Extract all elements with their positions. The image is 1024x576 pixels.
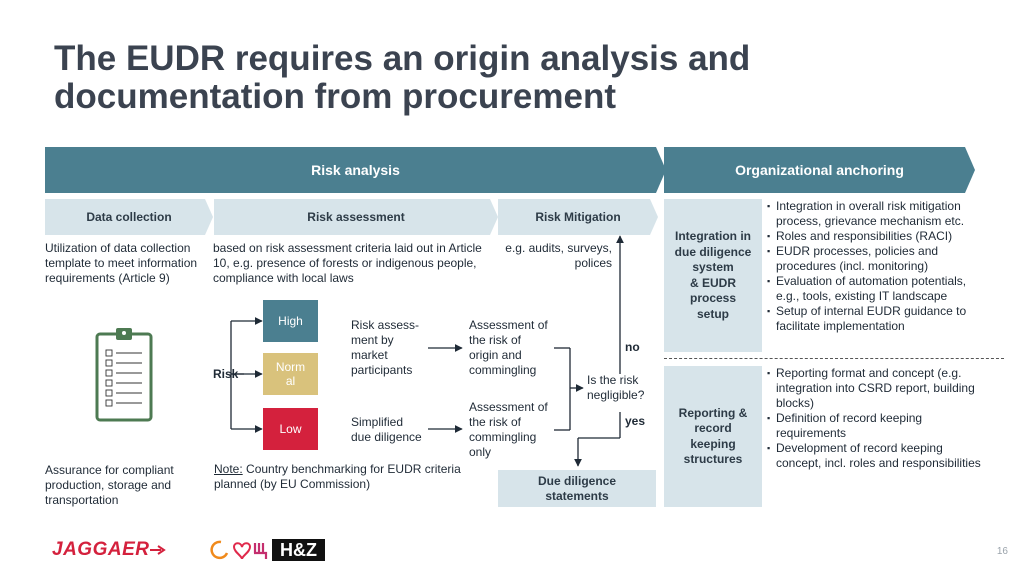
partner-symbols-icon	[210, 540, 268, 560]
integration-label-1: Integration in	[675, 229, 751, 243]
assess-line-3: market	[351, 348, 388, 362]
low-risk-label: Low	[279, 422, 302, 436]
negligible-line-2: negligible?	[587, 388, 645, 402]
reporting-label-2: record	[694, 421, 732, 435]
integration-label-4: & EUDR	[689, 275, 736, 290]
integration-bullet: Evaluation of automation potentials, e.g…	[767, 274, 982, 304]
risk-assessment-description: based on risk assessment criteria laid o…	[213, 241, 482, 285]
assurance-text: Assurance for compliant production, stor…	[45, 463, 174, 507]
integration-bullet-list: Integration in overall risk mitigation p…	[767, 199, 982, 334]
low-risk-box: Low	[263, 408, 318, 450]
reporting-bullet-list: Reporting format and concept (e.g. integ…	[767, 366, 982, 471]
reporting-bullet: Development of record keeping concept, i…	[767, 441, 982, 471]
integration-bullet: EUDR processes, policies and procedures …	[767, 244, 982, 274]
hz-logo: H&Z	[272, 539, 325, 561]
risk-label: Risk	[213, 367, 239, 381]
reporting-label-1: Reporting &	[678, 405, 748, 420]
dds-line-1: Due diligence	[537, 473, 617, 488]
origin-line-3: origin and	[469, 348, 522, 362]
comm-line-2: the risk of	[469, 415, 522, 429]
simplified-line-1: Simplified	[351, 415, 404, 429]
risk-mitigation-header: Risk Mitigation	[498, 199, 658, 235]
simplified-due-diligence: Simplified due diligence	[351, 415, 436, 445]
no-label: no	[625, 340, 640, 354]
comm-line-1: Assessment of	[469, 400, 548, 414]
dds-line-2: statements	[545, 488, 609, 503]
reporting-bullet: Definition of record keeping requirement…	[767, 411, 982, 441]
integration-bullet: Integration in overall risk mitigation p…	[767, 199, 982, 229]
organizational-anchoring-header: Organizational anchoring	[664, 147, 975, 193]
origin-line-2: the risk of	[469, 333, 522, 347]
assess-line-2: ment by	[351, 333, 394, 347]
comm-line-4: only	[469, 445, 492, 459]
data-collection-description: Utilization of data collection template …	[45, 241, 198, 285]
integration-label-6: setup	[696, 306, 729, 321]
origin-line-1: Assessment of	[469, 318, 548, 332]
negligible-line-1: Is the risk	[587, 373, 639, 387]
normal-risk-label-2: al	[285, 374, 296, 388]
country-benchmarking-note: Note: Country benchmarking for EUDR crit…	[214, 462, 494, 492]
reporting-box: Reporting & record keeping structures	[664, 366, 762, 507]
integration-box: Integration in due diligence system & EU…	[664, 199, 762, 352]
title-line-2: documentation from procurement	[54, 77, 616, 116]
integration-label-3: system	[692, 260, 734, 274]
risk-analysis-header-label: Risk analysis	[311, 162, 400, 178]
jaggaer-logo: JAGGAER	[52, 539, 167, 561]
normal-risk-box: Norm al	[263, 353, 318, 395]
yes-label: yes	[625, 414, 646, 428]
comm-line-3: commingling	[469, 430, 537, 444]
negligible-question: Is the risk negligible?	[587, 373, 667, 403]
risk-assessment-by-market-participants: Risk assess- ment by market participants	[351, 318, 431, 378]
assess-line-4: participants	[351, 363, 413, 377]
simplified-line-2: due diligence	[351, 430, 422, 444]
slide-title: The EUDR requires an origin analysis and…	[54, 40, 954, 116]
note-text: Country benchmarking for EUDR criteria p…	[214, 462, 461, 491]
reporting-bullet: Reporting format and concept (e.g. integ…	[767, 366, 982, 411]
high-risk-box: High	[263, 300, 318, 342]
normal-risk-label-1: Norm	[275, 360, 306, 374]
risk-assessment-label: Risk assessment	[307, 210, 405, 224]
integration-bullet: Setup of internal EUDR guidance to facil…	[767, 304, 982, 334]
clipboard-icon	[95, 328, 153, 422]
page-number: 16	[996, 546, 1008, 557]
jaggaer-logo-text: JAGGAER	[52, 539, 150, 560]
data-collection-label: Data collection	[86, 210, 172, 224]
origin-line-4: commingling	[469, 363, 537, 377]
data-collection-header: Data collection	[45, 199, 213, 235]
integration-bullet: Roles and responsibilities (RACI)	[767, 229, 982, 244]
section-divider	[664, 358, 1004, 359]
due-diligence-statements-box: Due diligence statements	[498, 470, 656, 507]
assess-line-1: Risk assess-	[351, 318, 420, 332]
title-line-1: The EUDR requires an origin analysis and	[54, 39, 751, 78]
hz-logo-text: H&Z	[280, 539, 317, 560]
reporting-label-4: structures	[683, 452, 743, 466]
note-label: Note:	[214, 462, 243, 476]
risk-assessment-header: Risk assessment	[214, 199, 498, 235]
commingling-only-assessment: Assessment of the risk of commingling on…	[469, 400, 559, 460]
risk-mitigation-label: Risk Mitigation	[535, 210, 621, 224]
integration-label-5: process	[689, 291, 737, 305]
risk-analysis-header: Risk analysis	[45, 147, 666, 193]
high-risk-label: High	[278, 314, 303, 328]
organizational-anchoring-header-label: Organizational anchoring	[735, 162, 904, 178]
jaggaer-arrow-icon	[150, 545, 167, 555]
integration-label-2: due diligence	[674, 244, 752, 259]
reporting-label-3: keeping	[690, 436, 736, 451]
origin-commingling-assessment: Assessment of the risk of origin and com…	[469, 318, 559, 378]
risk-mitigation-description: e.g. audits, surveys, polices	[505, 241, 612, 270]
